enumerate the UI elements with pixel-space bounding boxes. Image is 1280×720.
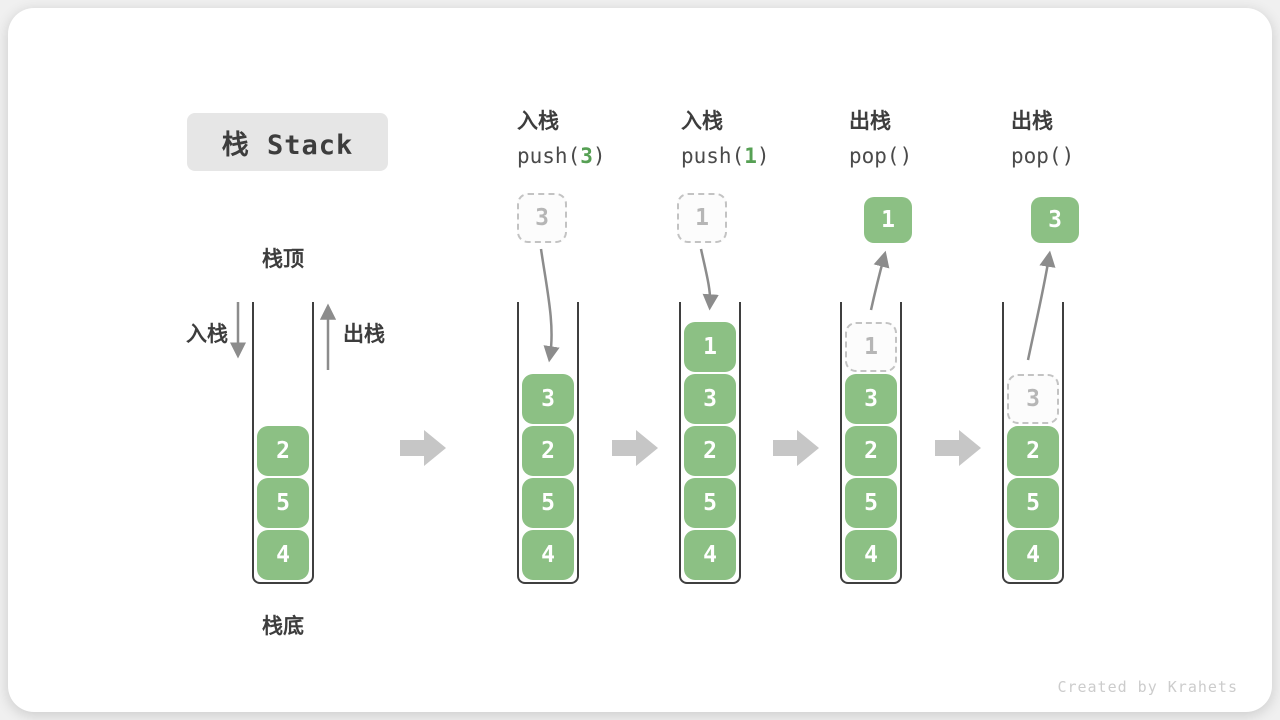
stack-item: 5 [522, 478, 574, 528]
step-arrow-icon [612, 430, 658, 466]
op-header-push-1: 入栈 push(1) [681, 108, 841, 168]
stack-item: 2 [257, 426, 309, 476]
op-header-code: push(1) [681, 144, 841, 168]
stack-item: 2 [684, 426, 736, 476]
floating-element-value: 1 [695, 205, 709, 231]
stack-item: 4 [845, 530, 897, 580]
floating-element-pop-1: 1 [864, 197, 912, 243]
stack-item: 3 [684, 374, 736, 424]
stack-item: 5 [845, 478, 897, 528]
stack-item: 5 [257, 478, 309, 528]
stack-item: 5 [1007, 478, 1059, 528]
push-1-curve-arrow-icon [699, 248, 719, 311]
floating-element-pop-3: 3 [1031, 197, 1079, 243]
stack-item: 5 [684, 478, 736, 528]
op-header-code: pop() [1011, 144, 1171, 168]
code-arg: 1 [744, 144, 757, 168]
code-pre: push( [517, 144, 581, 168]
stack-item: 4 [684, 530, 736, 580]
stack-item: 3 [522, 374, 574, 424]
stack-item: 1 [684, 322, 736, 372]
stack-item: 2 [1007, 426, 1059, 476]
op-header-pop-3: 出栈 pop() [1011, 108, 1171, 168]
stack-item: 4 [1007, 530, 1059, 580]
floating-element-push-3: 3 [517, 193, 567, 243]
op-header-cn: 入栈 [517, 109, 559, 133]
stack-bottom-label: 栈底 [262, 614, 304, 638]
stack-item: 4 [257, 530, 309, 580]
code-pre: pop() [849, 144, 913, 168]
stack-item: 3 [845, 374, 897, 424]
code-post: ) [592, 144, 606, 168]
pop-direction-label: 出栈 [343, 322, 385, 346]
floating-element-value: 3 [1048, 207, 1062, 233]
floating-element-value: 1 [881, 207, 895, 233]
watermark: Created by Krahets [1057, 678, 1238, 696]
op-header-push-3: 入栈 push(3) [517, 108, 677, 168]
code-pre: pop() [1011, 144, 1075, 168]
stack-item-ghost: 3 [1007, 374, 1059, 424]
op-header-pop-1: 出栈 pop() [849, 108, 1009, 168]
diagram-card: 栈 Stack 入栈 push(3) 入栈 push(1) 出栈 pop() 出… [8, 8, 1272, 712]
floating-element-value: 3 [535, 205, 549, 231]
floating-element-push-1: 1 [677, 193, 727, 243]
diagram-title: 栈 Stack [187, 113, 388, 171]
push-direction-label: 入栈 [186, 322, 228, 346]
code-post: ) [756, 144, 770, 168]
stack-item: 2 [522, 426, 574, 476]
op-header-cn: 出栈 [849, 109, 891, 133]
stack-top-label: 栈顶 [262, 247, 304, 271]
code-arg: 3 [580, 144, 593, 168]
step-arrow-icon [935, 430, 981, 466]
op-header-cn: 出栈 [1011, 109, 1053, 133]
stack-item: 4 [522, 530, 574, 580]
op-header-code: pop() [849, 144, 1009, 168]
op-header-code: push(3) [517, 144, 677, 168]
stack-item-ghost: 1 [845, 322, 897, 372]
step-arrow-icon [773, 430, 819, 466]
diagram-title-label: 栈 Stack [221, 129, 354, 161]
step-arrow-icon [400, 430, 446, 466]
op-header-cn: 入栈 [681, 109, 723, 133]
stack-item: 2 [845, 426, 897, 476]
code-pre: push( [681, 144, 745, 168]
